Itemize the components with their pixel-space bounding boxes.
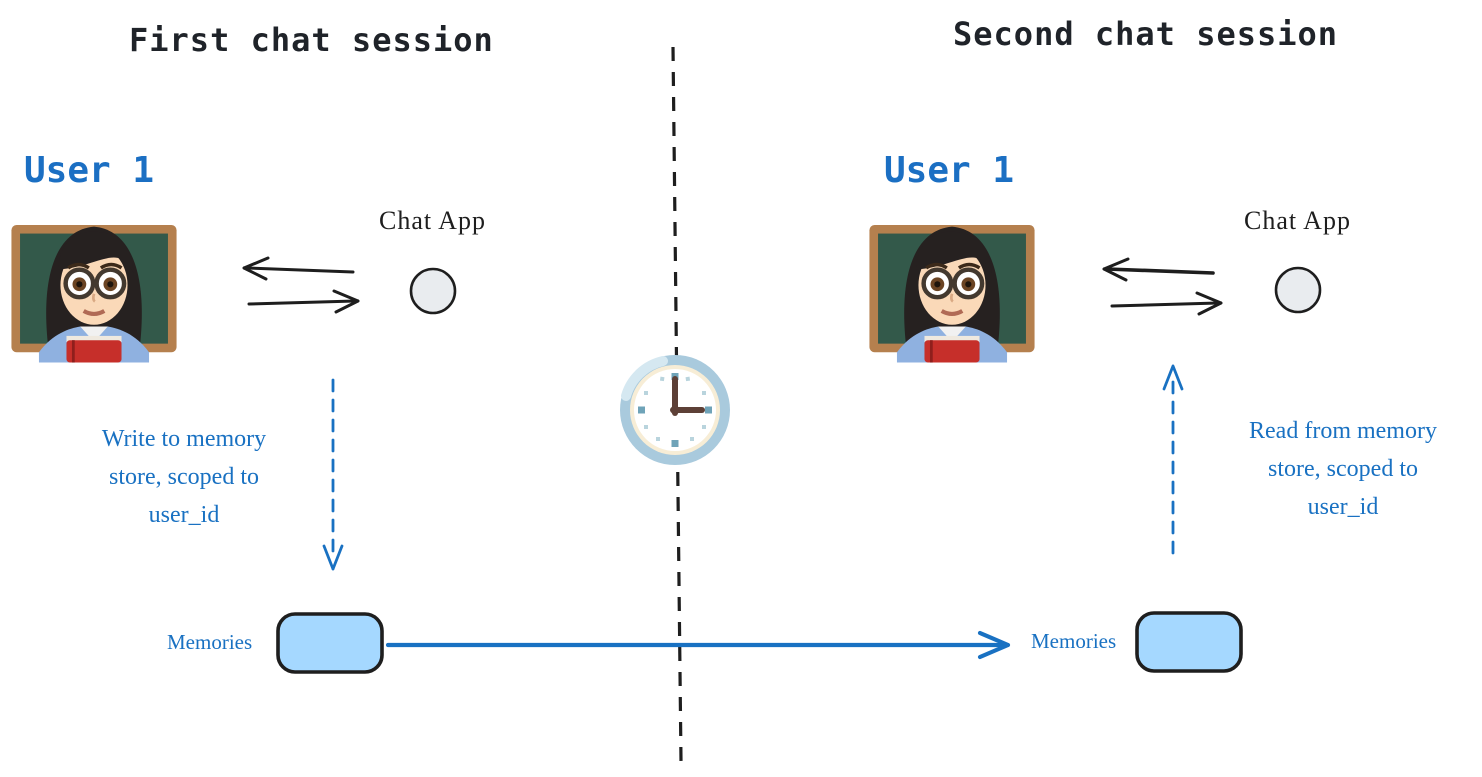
right-chat-app-node circle-node (1274, 266, 1322, 314)
write-note-line: store, scoped to (109, 464, 259, 490)
right-memories-box (1135, 611, 1243, 673)
read-note: Read from memory store, scoped to user_i… (1204, 412, 1482, 526)
left-memories-label: Memories (167, 630, 253, 654)
read-note-line: store, scoped to (1268, 456, 1418, 482)
first-session-title: First chat session (129, 21, 494, 59)
write-note: Write to memory store, scoped to user_id (58, 420, 310, 534)
second-session-title: Second chat session (953, 15, 1339, 53)
left-chat-exchange-arrows (242, 256, 360, 314)
right-user-avatar woman-teacher-emoji (869, 224, 1035, 363)
write-to-memory-arrow (322, 378, 344, 571)
read-note-line: Read from memory (1249, 418, 1437, 444)
write-note-line: Write to memory (101, 426, 267, 452)
read-note-line: user_id (1307, 494, 1379, 520)
left-chat-app-node circle-node (409, 267, 457, 315)
left-user-avatar woman-teacher-emoji (11, 224, 177, 363)
right-memories-label: Memories (1031, 629, 1117, 653)
write-note-line: user_id (148, 502, 220, 528)
left-memories-box (276, 612, 384, 674)
memories-transfer-arrow (385, 630, 1011, 660)
right-chat-exchange-arrows (1102, 257, 1223, 316)
right-chat-app-label: Chat App (1244, 206, 1351, 235)
left-chat-app-label: Chat App (379, 206, 486, 235)
clock-icon three-oclock (620, 355, 730, 465)
read-from-memory-arrow (1162, 364, 1184, 555)
left-user-label: User 1 (24, 150, 155, 191)
right-user-label: User 1 (884, 150, 1015, 191)
